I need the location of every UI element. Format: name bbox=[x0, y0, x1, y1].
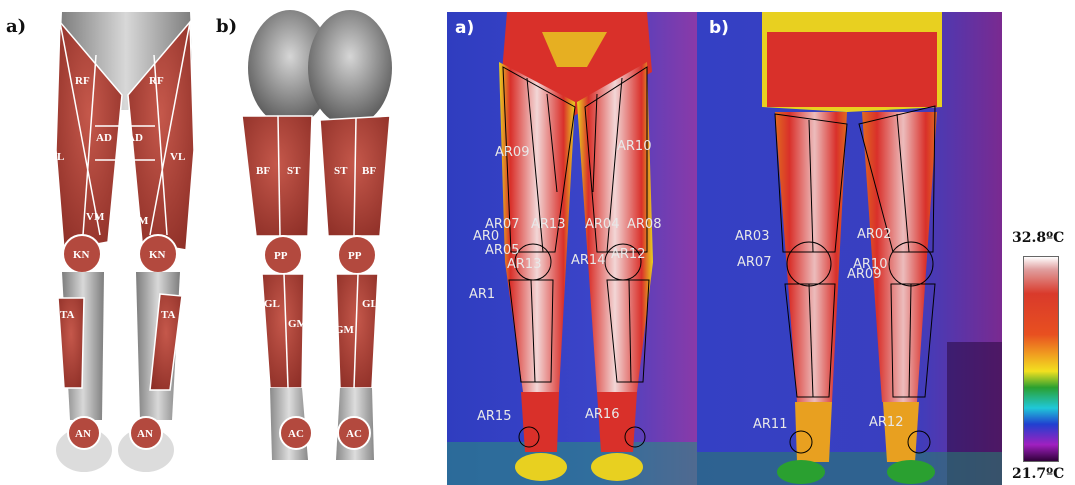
label-vl-right: VL bbox=[170, 151, 185, 163]
label-rf-left: RF bbox=[75, 75, 90, 87]
anatomy-front-panel: a) bbox=[0, 0, 215, 485]
roi-ar05: AR05 bbox=[485, 243, 519, 258]
roi-ar07: AR07 bbox=[737, 255, 771, 270]
label-gm-left: GM bbox=[288, 318, 308, 330]
roi-ar10: AR10 bbox=[617, 139, 651, 154]
label-gl-right: GL bbox=[362, 298, 378, 310]
anatomy-back-figure: BF ST ST BF PP PP GL GM GM GL AC AC bbox=[212, 0, 420, 485]
roi-ar09: AR09 bbox=[495, 145, 529, 160]
label-bf-right: BF bbox=[362, 165, 376, 177]
thermo-letter-b: b) bbox=[709, 18, 729, 38]
panel-letter-b: b) bbox=[216, 16, 237, 37]
thermo-letter-a: a) bbox=[455, 18, 474, 38]
label-rf-right: RF bbox=[149, 75, 164, 87]
roi-ar16: AR16 bbox=[585, 407, 619, 422]
roi-ar12: AR12 bbox=[869, 415, 903, 430]
roi-ar11: AR11 bbox=[753, 417, 787, 432]
label-ta-right: TA bbox=[161, 309, 176, 321]
label-ad-left: AD bbox=[96, 132, 112, 144]
thermogram-back-image: AR03 AR02 AR07 AR10 AR09 AR11 AR12 bbox=[697, 12, 1002, 485]
label-kn-right: KN bbox=[149, 249, 166, 261]
label-an-left: AN bbox=[75, 428, 91, 440]
scale-max-label: 32.8ºC bbox=[1012, 230, 1064, 246]
roi-ar12: AR12 bbox=[611, 247, 645, 262]
label-kn-left: KN bbox=[73, 249, 90, 261]
label-vm-right: VM bbox=[130, 215, 149, 227]
roi-ar04: AR04 bbox=[585, 217, 619, 232]
label-an-right: AN bbox=[137, 428, 153, 440]
roi-ar02: AR02 bbox=[857, 227, 891, 242]
label-vl-left: VL bbox=[49, 151, 64, 163]
label-ad-right: AD bbox=[127, 132, 143, 144]
label-st-right: ST bbox=[334, 165, 348, 177]
roi-ar15: AR15 bbox=[477, 409, 511, 424]
label-gm-right: GM bbox=[335, 324, 355, 336]
anatomy-back-panel: b) bbox=[212, 0, 420, 485]
roi-ar03: AR03 bbox=[735, 229, 769, 244]
thermogram-front-image: AR09 AR10 AR07 AR13 AR04 AR08 AR0 AR05 A… bbox=[447, 12, 697, 485]
label-st-left: ST bbox=[287, 165, 301, 177]
roi-ar1: AR1 bbox=[469, 287, 495, 302]
panel-letter-a: a) bbox=[6, 16, 26, 37]
roi-ar14: AR14 bbox=[571, 253, 605, 268]
roi-ar13: AR13 bbox=[507, 257, 541, 272]
label-ta-left: TA bbox=[60, 309, 75, 321]
roi-ar0-left: AR0 bbox=[473, 229, 499, 244]
thermogram-back-panel: b) bbox=[697, 12, 1002, 485]
calf-left bbox=[262, 274, 304, 388]
label-vm-left: VM bbox=[86, 211, 105, 223]
roi-ar09: AR09 bbox=[847, 267, 881, 282]
label-pp-right: PP bbox=[348, 250, 362, 262]
label-ac-left: AC bbox=[288, 428, 304, 440]
roi-ar13-top: AR13 bbox=[531, 217, 565, 232]
hamstring-left bbox=[242, 116, 312, 236]
thermogram-front-panel: a) bbox=[447, 12, 697, 485]
label-bf-left: BF bbox=[256, 165, 270, 177]
anatomy-front-figure: RF RF AD AD VL VL VM VM KN KN TA TA AN A… bbox=[0, 0, 215, 485]
scale-bar bbox=[1023, 256, 1059, 462]
scale-min-label: 21.7ºC bbox=[1012, 466, 1064, 482]
label-gl-left: GL bbox=[264, 298, 280, 310]
temperature-scale: 32.8ºC 21.7ºC bbox=[1010, 230, 1075, 485]
label-ac-right: AC bbox=[346, 428, 362, 440]
label-pp-left: PP bbox=[274, 250, 288, 262]
roi-ar08: AR08 bbox=[627, 217, 661, 232]
